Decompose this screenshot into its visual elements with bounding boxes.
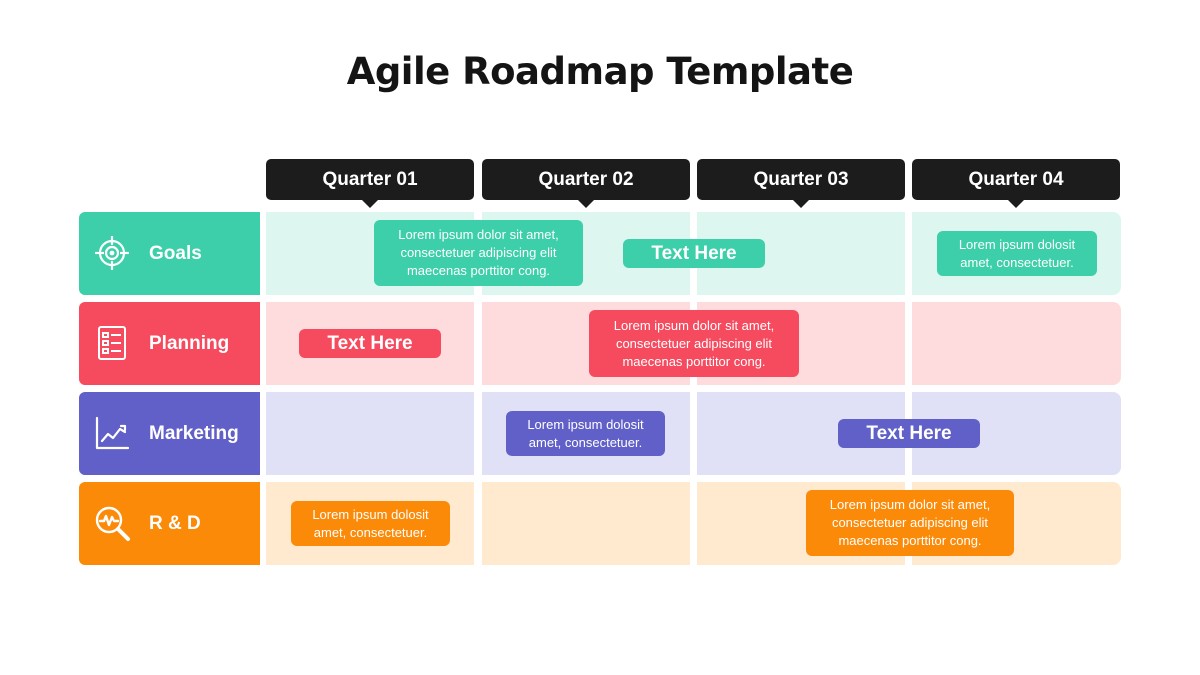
quarter-header-1: Quarter 01 (266, 159, 474, 208)
row-label-goals: Goals (149, 242, 202, 264)
quarter-header-2: Quarter 02 (482, 159, 690, 208)
line-chart-icon (95, 416, 130, 450)
marketing-short-card: Lorem ipsum dolosit amet, consectetuer. (506, 411, 665, 456)
page-title: Agile Roadmap Template (346, 50, 854, 93)
row-header-planning: Planning (79, 302, 260, 385)
marketing-text-here-card: Text Here (838, 419, 980, 448)
planning-text-here-card: Text Here (299, 329, 441, 358)
goals-text-here-card: Text Here (623, 239, 765, 268)
checklist-icon (98, 326, 126, 360)
row-header-marketing: Marketing (79, 392, 260, 475)
row-header-goals: Goals (79, 212, 260, 295)
cell-marketing-q1 (266, 392, 474, 475)
rd-short-card: Lorem ipsum dolosit amet, consectetuer. (291, 501, 450, 546)
quarter-header-4: Quarter 04 (912, 159, 1120, 208)
cell-rd-q2 (482, 482, 690, 565)
goals-task-card: Lorem ipsum dolor sit amet, consectetuer… (374, 220, 583, 286)
goals-short-card: Lorem ipsum dolosit amet, consectetuer. (937, 231, 1097, 276)
target-icon (95, 236, 129, 270)
row-label-planning: Planning (149, 332, 230, 354)
row-label-marketing: Marketing (149, 422, 239, 444)
row-label-rd: R & D (149, 512, 201, 534)
rd-task-card: Lorem ipsum dolor sit amet, consectetuer… (806, 490, 1014, 556)
cell-planning-q4 (912, 302, 1121, 385)
planning-task-card: Lorem ipsum dolor sit amet, consectetuer… (589, 310, 799, 377)
research-magnifier-icon (95, 506, 130, 541)
quarter-header-3: Quarter 03 (697, 159, 905, 208)
row-header-rd: R & D (79, 482, 260, 565)
